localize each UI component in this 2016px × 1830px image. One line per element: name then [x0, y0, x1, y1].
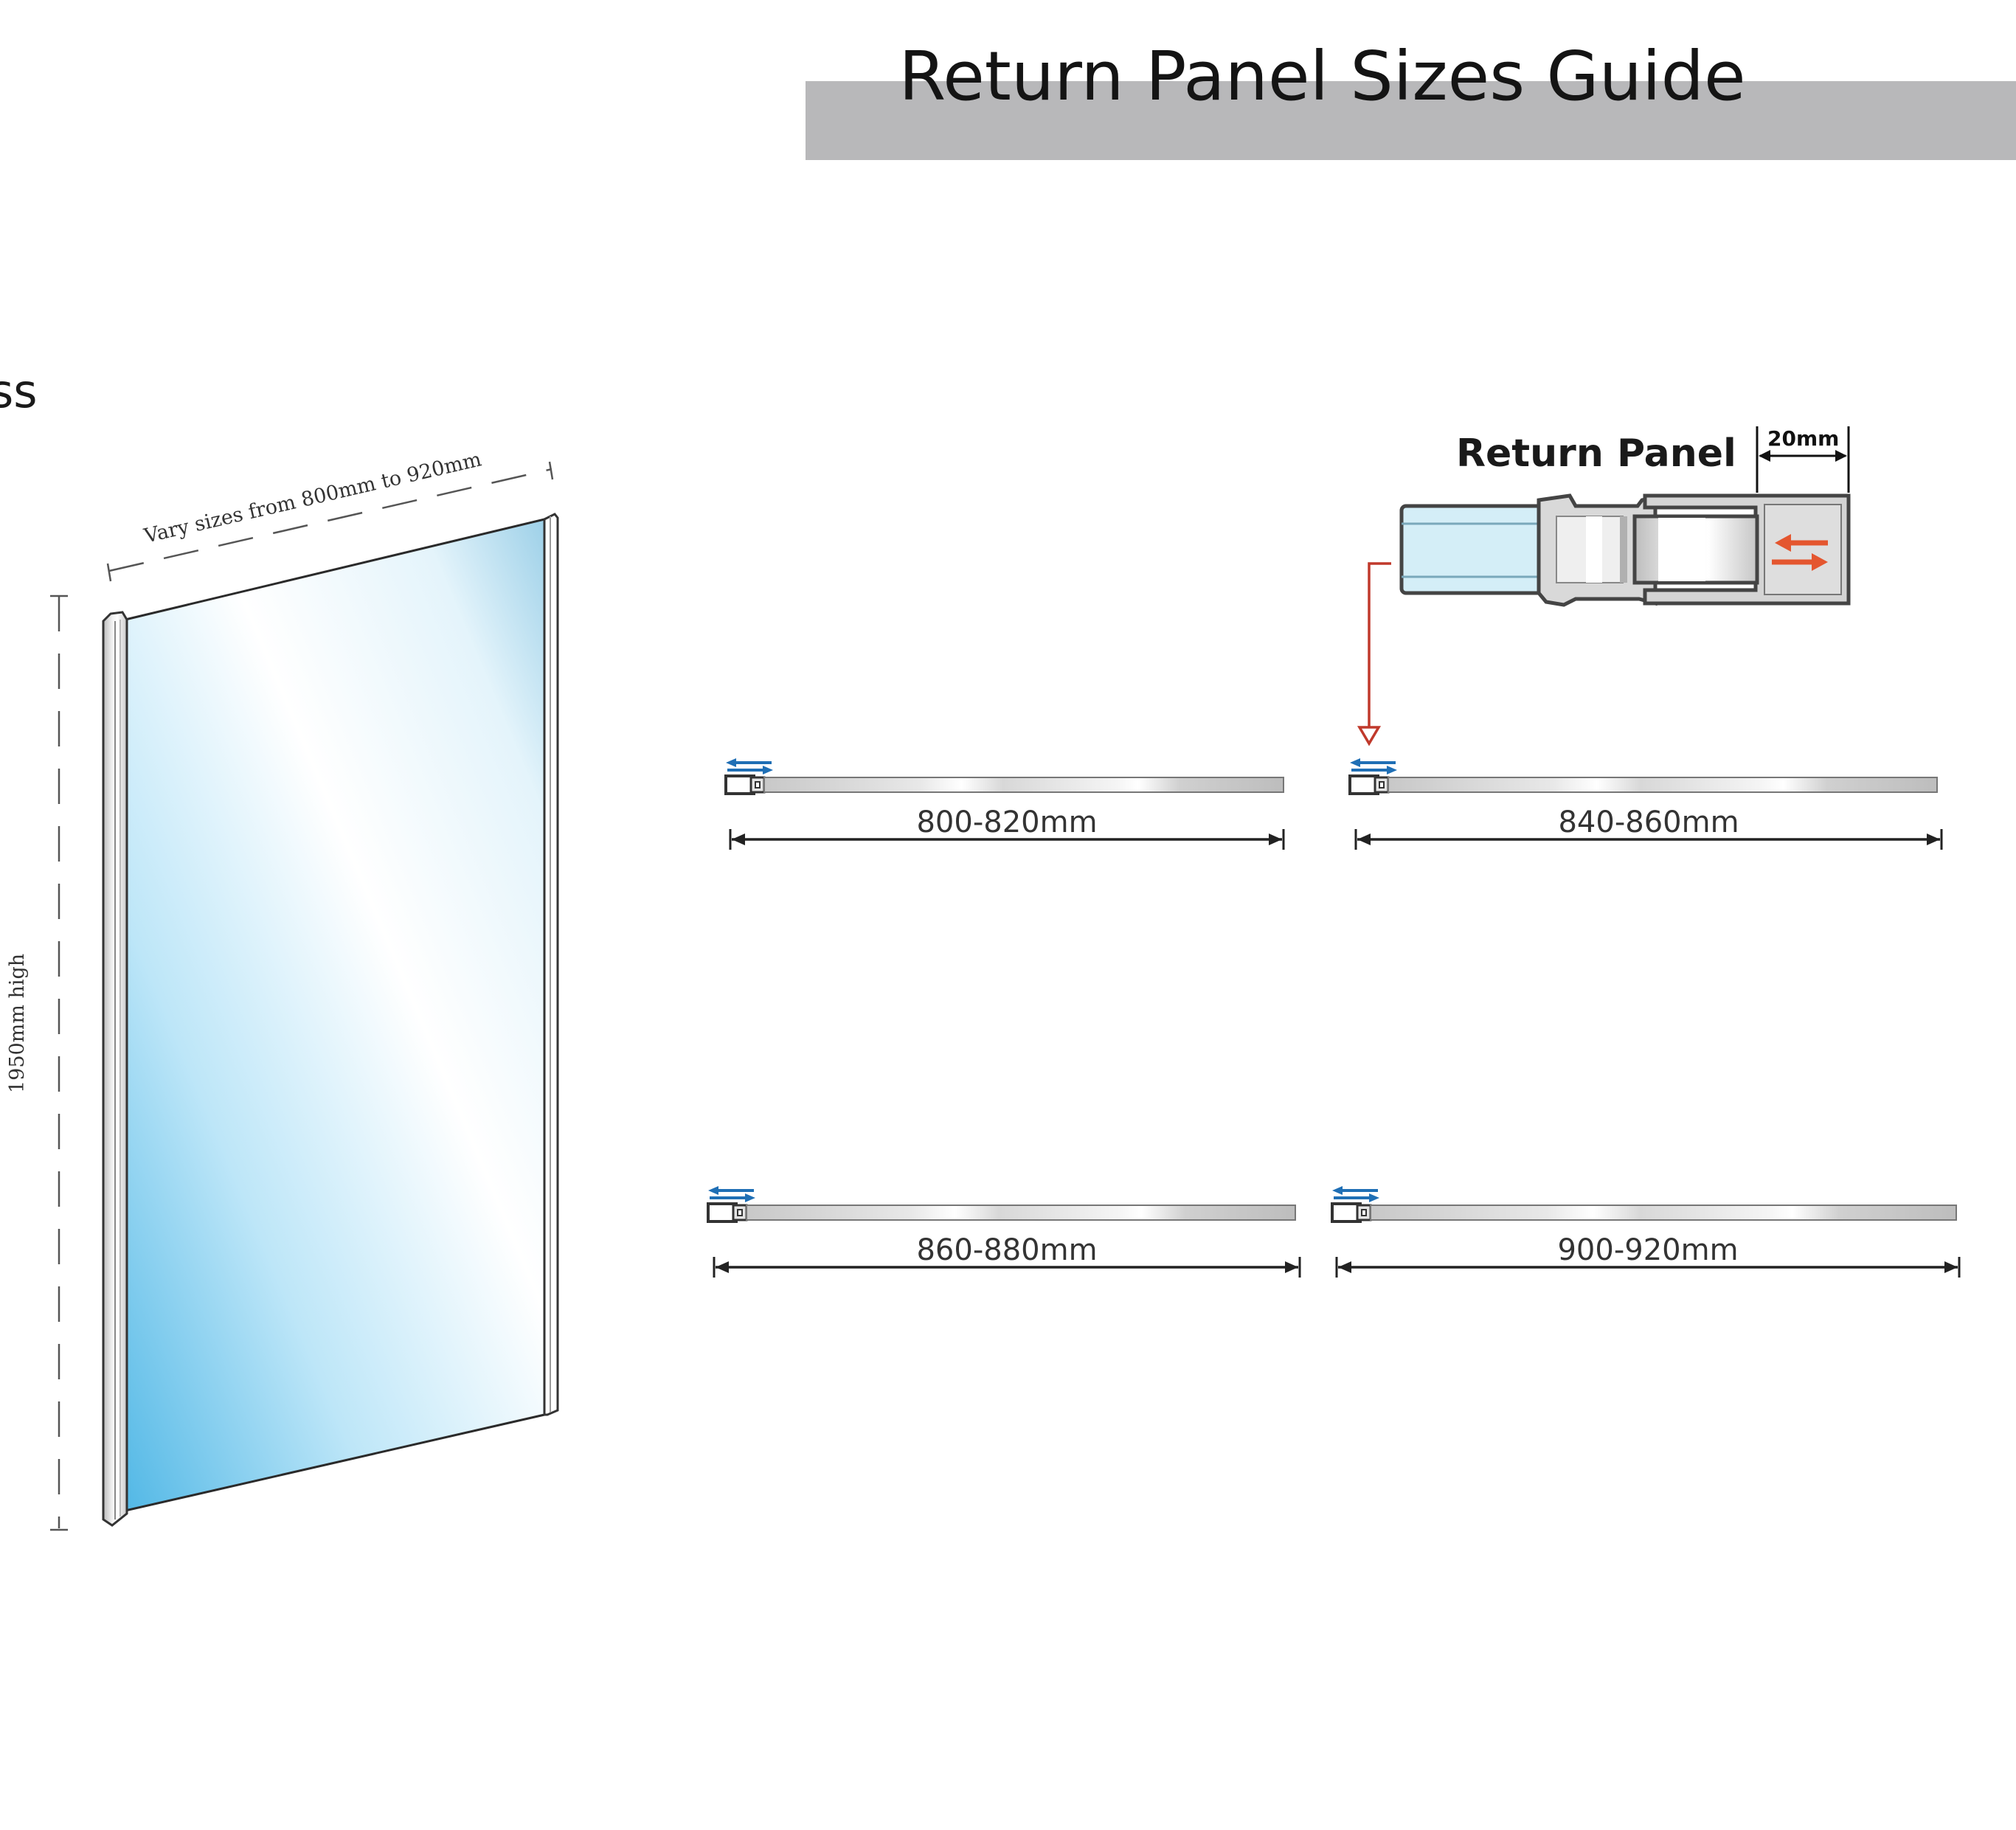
width-dimension-line [713, 1257, 1301, 1278]
title-bar [806, 81, 2016, 160]
glass-bar [763, 777, 1284, 793]
width-note: Vary sizes from 800mm to 920mm [142, 448, 484, 548]
size-options: 800-820mm 840-860mm 860-880mm 900-920mm [707, 758, 1961, 1278]
direction-arrows-icon [1350, 758, 1397, 774]
glass-bar [1370, 1205, 1957, 1221]
size-label: 840-860mm [1558, 805, 1739, 839]
size-option: 900-920mm [1331, 1186, 1961, 1278]
height-note: 1950mm high [6, 954, 29, 1093]
cropped-edge-text: ss [0, 364, 38, 418]
size-option: 800-820mm [724, 758, 1285, 850]
direction-arrows-icon [708, 1186, 755, 1202]
width-dimension-line [1354, 829, 1943, 850]
glass-section [1399, 504, 1559, 595]
wall-profile-icon [1348, 774, 1390, 795]
return-panel-detail: Return Panel 20mm [1357, 426, 1851, 746]
wall-profile-icon [707, 1202, 748, 1223]
adjust-arrows-icon [1772, 534, 1828, 571]
pointer-arrow [1357, 562, 1391, 746]
width-dimension-line [1335, 1257, 1961, 1278]
glass-panel-illustration: Vary sizes from 800mm to 920mm 1950mm hi… [6, 448, 559, 1531]
size-label: 800-820mm [916, 805, 1097, 839]
direction-arrows-icon [1332, 1186, 1379, 1202]
glass-bar [746, 1205, 1296, 1221]
size-label: 900-920mm [1557, 1233, 1738, 1267]
glass-pane [124, 518, 546, 1512]
width-dimension [106, 461, 554, 582]
glass-bar [1388, 777, 1938, 793]
size-label: 860-880mm [916, 1233, 1097, 1267]
size-option: 860-880mm [707, 1186, 1301, 1278]
return-panel-label: Return Panel [1456, 431, 1736, 476]
adjust-dimension [1756, 426, 1850, 493]
size-option: 840-860mm [1348, 758, 1943, 850]
adjust-dimension-label: 20mm [1767, 426, 1839, 451]
direction-arrows-icon [726, 758, 773, 774]
width-dimension-line [729, 829, 1285, 850]
wall-profile-icon [1331, 1202, 1372, 1223]
page-title: Return Panel Sizes Guide [898, 37, 1746, 116]
wall-profile-icon [724, 774, 766, 795]
height-dimension [50, 595, 68, 1531]
